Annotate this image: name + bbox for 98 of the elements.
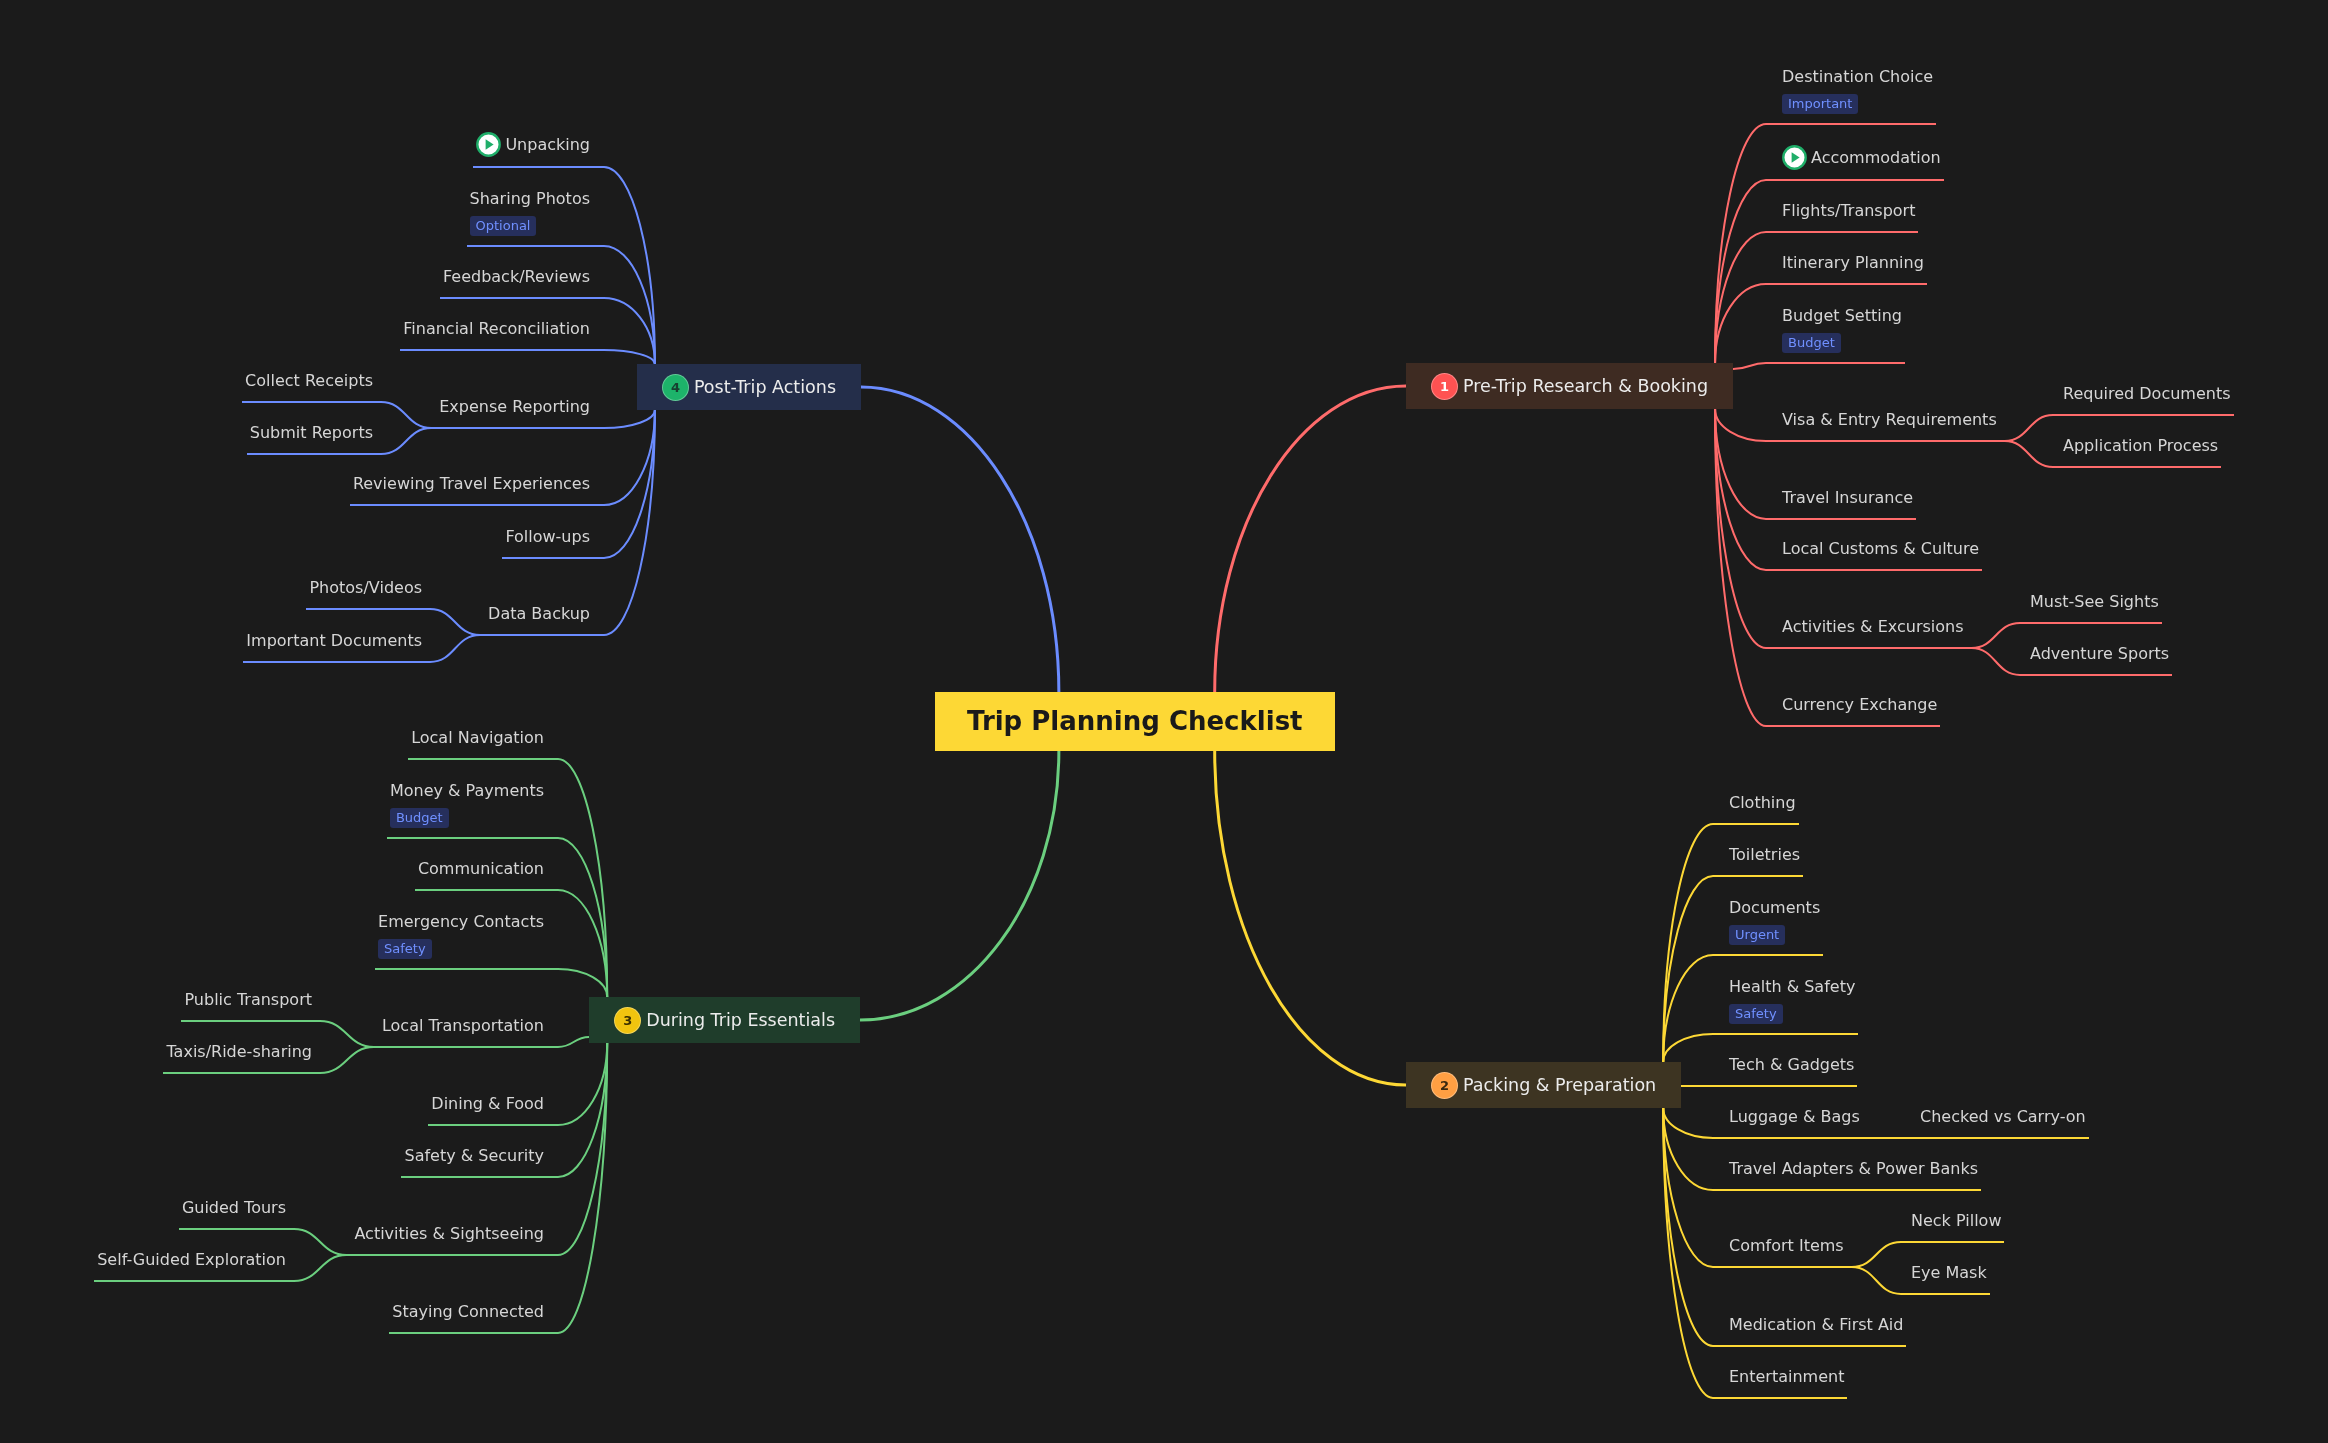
branch-connector xyxy=(1714,283,1767,364)
category-tag: Urgent xyxy=(1729,925,1786,945)
topic-text: Important Documents xyxy=(246,630,422,652)
branch-connector xyxy=(1850,1266,1902,1295)
topic-text: Reviewing Travel Experiences xyxy=(352,473,590,495)
topic-text: Data Backup xyxy=(488,603,590,625)
branch-connector xyxy=(1213,384,1408,694)
branch-topic-box xyxy=(1406,363,1734,409)
topic-text: Unpacking xyxy=(505,133,590,156)
topic-text: Travel Adapters & Power Banks xyxy=(1729,1158,1979,1180)
topic-text: Eye Mask xyxy=(1911,1262,1987,1284)
topic-text: Self-Guided Exploration xyxy=(97,1249,286,1271)
number-badge: 2 xyxy=(1431,1071,1458,1099)
topic-text: Safety & Security xyxy=(404,1145,544,1167)
topic-text: Checked vs Carry-on xyxy=(1920,1106,2086,1128)
branch-connector xyxy=(557,1036,591,1048)
branch-connector xyxy=(1866,1137,1911,1139)
branch-connector xyxy=(380,427,433,455)
branch-connector xyxy=(1732,362,1767,370)
topic-text: Dining & Food xyxy=(431,1093,544,1115)
topic-text: Visa & Entry Requirements xyxy=(1782,409,1997,431)
topic-text: Currency Exchange xyxy=(1782,694,1938,716)
topic-text: Financial Reconciliation xyxy=(403,318,590,340)
topic-text: Neck Pillow xyxy=(1911,1210,2002,1232)
topic-text: Taxis/Ride-sharing xyxy=(166,1041,312,1063)
branch-topic-box xyxy=(1406,1062,1682,1108)
central-topic-title: Trip Planning Checklist xyxy=(967,706,1303,737)
topic-text: Clothing xyxy=(1729,792,1796,814)
topic-text: Public Transport xyxy=(184,989,312,1011)
branch-connector xyxy=(1970,647,2021,676)
underlined-topic xyxy=(473,132,604,168)
branch-connector xyxy=(1680,1085,1714,1087)
category-tag: Safety xyxy=(378,939,432,959)
topic-text: Local Navigation xyxy=(411,727,544,749)
branch-connector xyxy=(1662,1107,1714,1399)
topic-text: Documents xyxy=(1729,897,1821,919)
topic-text: Local Transportation xyxy=(381,1015,544,1037)
topic-text: Comfort Items xyxy=(1729,1235,1844,1257)
category-tag: Important xyxy=(1782,94,1859,114)
branch-topic-box xyxy=(589,997,860,1043)
topic-text: Travel Insurance xyxy=(1782,487,1914,509)
topic-text: Adventure Sports xyxy=(2030,643,2170,665)
topic-text: Destination Choice xyxy=(1782,66,1934,88)
branch-title: Pre-Trip Research & Booking xyxy=(1463,375,1709,398)
topic-text: Expense Reporting xyxy=(439,396,590,418)
topic-text: Application Process xyxy=(2063,435,2219,457)
topic-text: Submit Reports xyxy=(249,422,373,444)
topic-text: Local Customs & Culture xyxy=(1782,538,1980,560)
branch-connector xyxy=(557,968,609,998)
topic-text: Accommodation xyxy=(1811,146,1941,169)
topic-text: Money & Payments xyxy=(389,780,544,802)
branch-title: During Trip Essentials xyxy=(646,1009,835,1032)
topic-text: Must-See Sights xyxy=(2030,591,2159,613)
topic-text: Entertainment xyxy=(1729,1366,1845,1388)
branch-connector xyxy=(2003,440,2054,468)
category-tag: Optional xyxy=(469,216,537,236)
category-tag: Budget xyxy=(389,808,449,828)
topic-text: Itinerary Planning xyxy=(1782,252,1924,274)
branch-connector xyxy=(1662,1033,1714,1063)
topic-text: Activities & Excursions xyxy=(1782,616,1964,638)
branch-connector xyxy=(603,349,656,365)
topic-text: Emergency Contacts xyxy=(378,911,544,933)
topic-text: Health & Safety xyxy=(1729,976,1856,998)
branch-connector xyxy=(603,409,656,636)
topic-text: Luggage & Bags xyxy=(1729,1106,1860,1128)
topic-text: Feedback/Reviews xyxy=(443,266,590,288)
branch-connector xyxy=(603,409,656,429)
branch-connector xyxy=(1714,408,1767,727)
branch-connector xyxy=(429,634,482,663)
branch-connector xyxy=(293,1254,348,1282)
topic-text: Staying Connected xyxy=(392,1301,544,1323)
branch-connector xyxy=(319,1046,375,1074)
branch-connector xyxy=(557,1042,609,1334)
branch-connector xyxy=(1213,749,1408,1087)
branch-title: Post-Trip Actions xyxy=(693,376,836,399)
category-tag: Budget xyxy=(1782,333,1841,353)
central-topic-box xyxy=(935,692,1335,751)
topic-text: Collect Receipts xyxy=(245,370,373,392)
topic-text: Budget Setting xyxy=(1782,305,1902,327)
branch-title: Packing & Preparation xyxy=(1463,1074,1657,1097)
branch-topic-box xyxy=(636,364,861,410)
topic-text: Photos/Videos xyxy=(309,577,422,599)
topic-text: Tech & Gadgets xyxy=(1729,1054,1855,1076)
number-badge: 4 xyxy=(661,373,689,401)
topic-text: Required Documents xyxy=(2063,383,2231,405)
category-tag: Safety xyxy=(1729,1004,1783,1024)
topic-text: Communication xyxy=(417,858,544,880)
underlined-topic xyxy=(1766,145,1944,181)
topic-text: Follow-ups xyxy=(505,526,590,548)
number-badge: 1 xyxy=(1431,372,1458,400)
topic-text: Guided Tours xyxy=(181,1197,286,1219)
topic-text: Activities & Sightseeing xyxy=(354,1223,544,1245)
topic-text: Sharing Photos xyxy=(469,188,590,210)
topic-text: Toiletries xyxy=(1729,844,1801,866)
topic-text: Medication & First Aid xyxy=(1729,1314,1904,1336)
number-badge: 3 xyxy=(614,1006,642,1034)
topic-text: Flights/Transport xyxy=(1782,200,1916,222)
branch-connector xyxy=(603,297,656,365)
